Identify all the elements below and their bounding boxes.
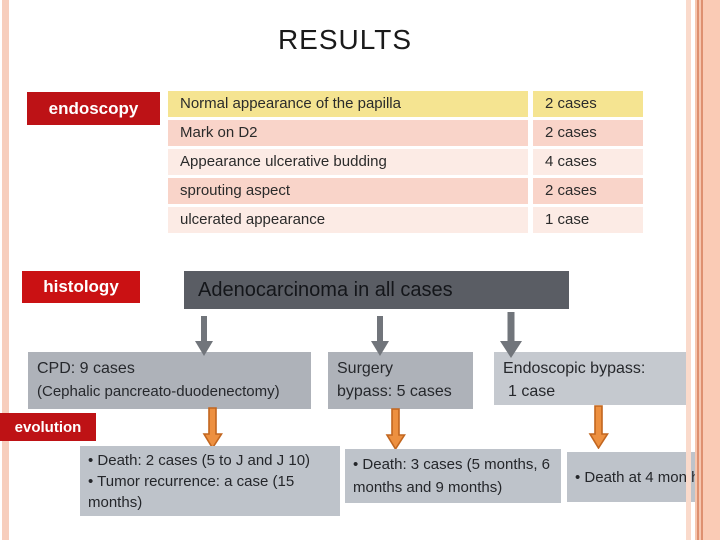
treatment-endoscopic-line2: 1 case — [508, 383, 556, 400]
count-cell: 2 cases — [533, 91, 643, 117]
treatment-endoscopic-line1: Endoscopic bypass: — [503, 360, 646, 377]
outcome-surgery-bypass-box: • Death: 3 cases (5 months, 6 months and… — [345, 449, 561, 503]
finding-cell: ulcerated appearance — [168, 207, 528, 233]
down-arrow-icon — [371, 316, 389, 356]
right-edge-stripe-line-a — [697, 0, 699, 540]
left-edge-stripe — [2, 0, 9, 540]
endoscopy-section-label: endoscopy — [27, 92, 160, 125]
finding-cell: Normal appearance of the papilla — [168, 91, 528, 117]
outcome-cpd-line2: • Tumor recurrence: a case (15 months) — [88, 473, 295, 511]
slide-title: RESULTS — [277, 24, 413, 55]
treatment-cpd-box: CPD: 9 cases (Cephalic pancreato-duodene… — [28, 352, 311, 409]
right-edge-stripe-line-b — [701, 0, 703, 540]
outcome-cpd-line1: • Death: 2 cases (5 to J and J 10) — [88, 452, 311, 469]
treatment-cpd-line2: (Cephalic pancreato-duodenectomy) — [37, 383, 280, 400]
down-arrow-icon — [500, 312, 522, 358]
down-arrow-orange-icon — [385, 408, 406, 450]
treatment-surgery-bypass-box: Surgery bypass: 5 cases — [328, 352, 473, 409]
histology-result-box: Adenocarcinoma in all cases — [184, 271, 569, 309]
outcome-cpd-box: • Death: 2 cases (5 to J and J 10) • Tum… — [80, 446, 340, 516]
finding-cell: sprouting aspect — [168, 178, 528, 204]
right-edge-stripe-1 — [686, 0, 691, 540]
finding-cell: Mark on D2 — [168, 120, 528, 146]
count-cell: 1 case — [533, 207, 643, 233]
right-edge-stripe-3 — [703, 0, 720, 540]
count-cell: 2 cases — [533, 178, 643, 204]
down-arrow-orange-icon — [588, 405, 609, 449]
right-edge-stripe-2 — [695, 0, 703, 540]
histology-section-label: histology — [22, 271, 140, 303]
finding-cell: Appearance ulcerative budding — [168, 149, 528, 175]
treatment-surgery-line1: Surgery — [337, 360, 394, 377]
count-cell: 4 cases — [533, 149, 643, 175]
count-cell: 2 cases — [533, 120, 643, 146]
outcome-endoscopic-bypass-box: • Death at 4 month — [567, 452, 714, 502]
evolution-section-label: evolution — [0, 413, 96, 441]
down-arrow-icon — [195, 316, 213, 356]
down-arrow-orange-icon — [202, 407, 223, 449]
treatment-surgery-line2: bypass: 5 cases — [337, 383, 452, 400]
treatment-cpd-line1: CPD: 9 cases — [37, 360, 135, 377]
treatment-endoscopic-bypass-box: Endoscopic bypass: 1 case — [494, 352, 691, 405]
